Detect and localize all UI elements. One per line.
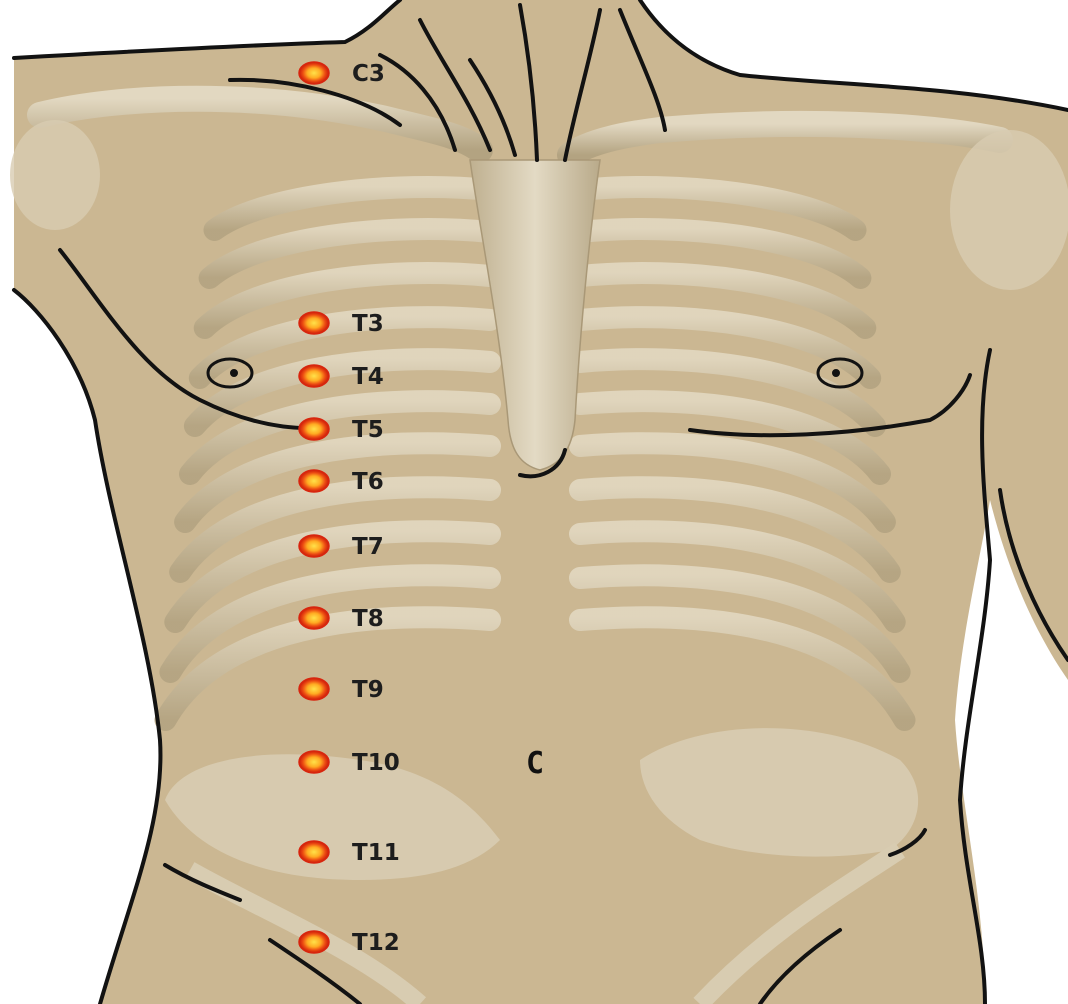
point-marker — [299, 535, 329, 557]
point-marker — [299, 607, 329, 629]
point-label: T6 — [352, 469, 384, 495]
point-marker — [299, 678, 329, 700]
point-marker — [299, 931, 329, 953]
point-marker — [299, 751, 329, 773]
point-marker — [299, 470, 329, 492]
point-label: C3 — [352, 61, 385, 87]
point-marker — [299, 418, 329, 440]
point-marker — [299, 62, 329, 84]
point-label: T7 — [352, 534, 384, 560]
point-label: T4 — [352, 364, 384, 390]
center-mark-label: C — [526, 746, 544, 781]
point-label: T10 — [352, 750, 400, 776]
point-marker — [299, 365, 329, 387]
point-marker — [299, 841, 329, 863]
point-label: T8 — [352, 606, 384, 632]
point-label: T5 — [352, 417, 384, 443]
point-label: T9 — [352, 677, 384, 703]
torso-skin — [14, 0, 1068, 1004]
point-label: T12 — [352, 930, 400, 956]
point-label: T3 — [352, 311, 384, 337]
point-label: T11 — [352, 840, 400, 866]
point-marker — [299, 312, 329, 334]
